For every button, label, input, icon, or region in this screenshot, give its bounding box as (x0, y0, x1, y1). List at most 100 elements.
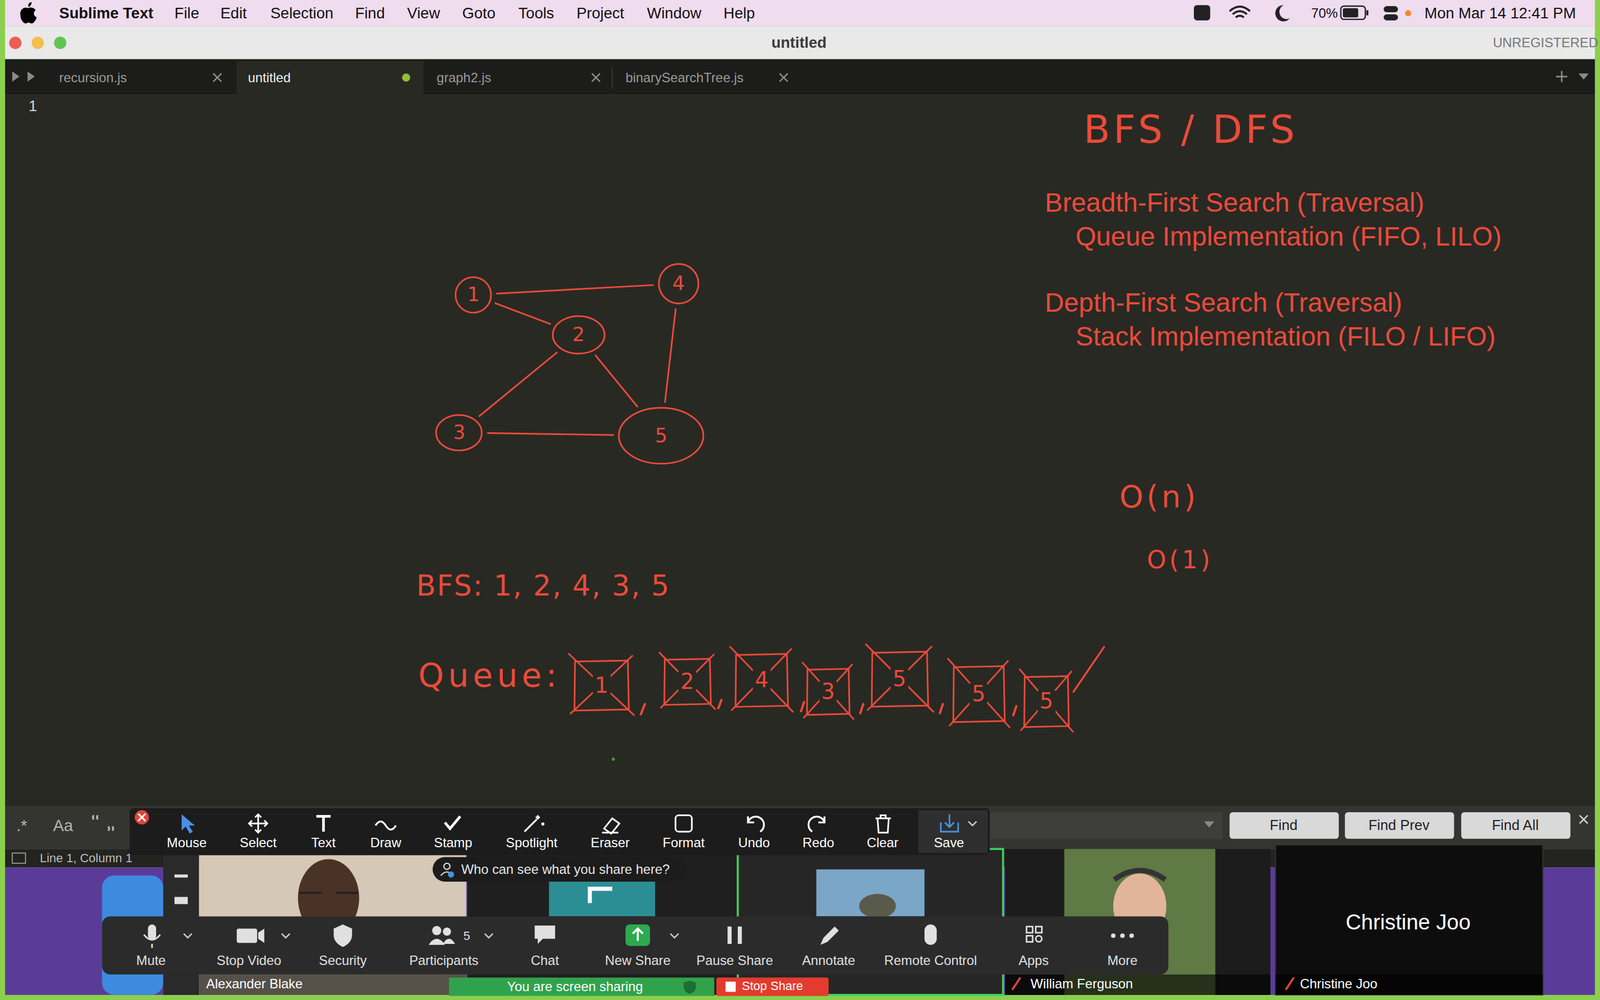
queue-box: 3 (806, 668, 850, 715)
circle-stroke (618, 407, 704, 464)
screen-path-shape (1229, 6, 1250, 18)
screen-circle-shape (443, 863, 450, 870)
screen-path-shape (808, 816, 825, 832)
screen-circle-shape (447, 871, 454, 878)
ui-label: recursion.js (59, 70, 128, 85)
menu-item: Window (646, 4, 702, 23)
screen-path-shape (820, 926, 839, 945)
ui-label: Find Prev (1368, 817, 1430, 834)
ui-label: Undo (738, 835, 770, 850)
screen-path-shape (316, 816, 331, 832)
annotation-text: Breadth-First Search (Traversal) (1045, 187, 1425, 219)
ui-label: Chat (531, 952, 559, 968)
screen-circle-shape (1035, 935, 1042, 942)
annotation-text: Queue Implementation (FIFO, LILO) (1075, 221, 1502, 253)
graph-edge (496, 285, 653, 294)
screen-rect-shape (1275, 845, 1543, 995)
menu-item: Tools (518, 4, 554, 23)
screen-path-shape (1203, 821, 1214, 828)
ui-label: Mute (136, 952, 166, 968)
screen-path-shape (875, 815, 892, 833)
screen-rect-shape (432, 857, 687, 882)
queue-box: 5 (1023, 675, 1070, 728)
screen-ellipse-shape (859, 893, 897, 919)
ui-label: You are screen sharing (507, 978, 644, 994)
screen-path-shape (524, 815, 545, 832)
screen-rect-shape (236, 928, 258, 943)
graph-node-circle: 5 (617, 406, 705, 466)
ui-label: Participants (409, 952, 479, 968)
screen-path-shape (183, 933, 679, 938)
circle-stroke (658, 263, 699, 304)
ui-label: Stop Share (741, 978, 803, 993)
node-number: 3 (451, 422, 468, 443)
screen-rect-shape (918, 810, 988, 853)
screen-rect-shape (1275, 974, 1543, 995)
ui-label: 1 (28, 97, 37, 115)
node-number: 5 (969, 683, 988, 705)
menu-item: Selection (270, 4, 334, 23)
ui-label: .* (16, 816, 28, 835)
menu-item: View (407, 4, 440, 23)
graph-node-circle: 1 (453, 275, 493, 315)
screen-rect-shape (1193, 5, 1210, 21)
screen-rect-shape (174, 896, 188, 904)
screen-rect-shape (1005, 974, 1271, 995)
ui-label: 5 (463, 928, 470, 943)
ui-label: Eraser (590, 835, 630, 850)
screen-path-shape (248, 814, 268, 833)
circle-stroke (436, 415, 482, 451)
ui-label: Stop Video (216, 952, 282, 968)
menu-item: Edit (220, 4, 247, 23)
screen-path-shape (12, 71, 35, 82)
ui-label: Save (933, 835, 964, 850)
ui-label: Annotate (802, 952, 856, 968)
queue-box: 1 (573, 660, 630, 712)
cross-out-stroke (802, 662, 854, 719)
ui-label: Stamp (433, 835, 473, 850)
annotation-text: BFS: 1, 2, 4, 3, 5 (416, 569, 671, 603)
queue-box: 4 (734, 653, 789, 708)
ui-label: More (1107, 952, 1138, 968)
screen-rect-shape (129, 808, 990, 855)
menu-item: Project (576, 4, 625, 23)
cross-out-stroke (730, 646, 794, 712)
screen-path-shape (747, 816, 764, 832)
node-number: 2 (678, 671, 697, 693)
node-number: 3 (819, 681, 838, 703)
ui-label: Christine Joo (1345, 910, 1471, 935)
screen-rect-shape (725, 981, 736, 992)
screen-rect-shape (1345, 812, 1455, 839)
screen-path-shape (143, 934, 160, 948)
screen-path-shape (298, 891, 359, 894)
circle-stroke (455, 277, 492, 313)
graph-node-circle: 4 (657, 262, 700, 305)
ui-label: Security (318, 952, 367, 968)
node-number: 4 (752, 669, 771, 692)
node-number: 5 (652, 426, 670, 446)
graph-edge (595, 355, 638, 407)
ui-label: Find (1270, 817, 1298, 834)
graph-node-circle: 3 (434, 413, 484, 453)
screen-rect-shape (990, 812, 1223, 839)
ui-label: Redo (802, 835, 835, 850)
screen-rect-shape (198, 974, 467, 995)
screen-circle-shape (31, 36, 44, 49)
screen-rect-shape (1461, 812, 1571, 839)
screen-path-shape (442, 938, 455, 944)
screen-rect-shape (1340, 6, 1365, 20)
ui-label: Christine Joo (1300, 976, 1378, 992)
ui-label: Spotlight (506, 835, 558, 850)
screen-rect-shape (5, 95, 1595, 807)
screen-path-shape (1275, 5, 1290, 22)
ui-label: Who can see what you share here? (461, 861, 670, 877)
ui-label: Aa (53, 816, 74, 835)
screen-circle-shape (1405, 10, 1412, 17)
annotation-text: Stack Implementation (FILO / LIFO) (1075, 321, 1496, 353)
screen-circle-shape (1129, 933, 1134, 938)
graph-node-circle: 2 (551, 314, 607, 355)
screen-path-shape (940, 814, 958, 832)
ui-label: New Share (605, 952, 671, 968)
screen-path-shape (1114, 870, 1166, 880)
screen-circle-shape (134, 810, 149, 825)
